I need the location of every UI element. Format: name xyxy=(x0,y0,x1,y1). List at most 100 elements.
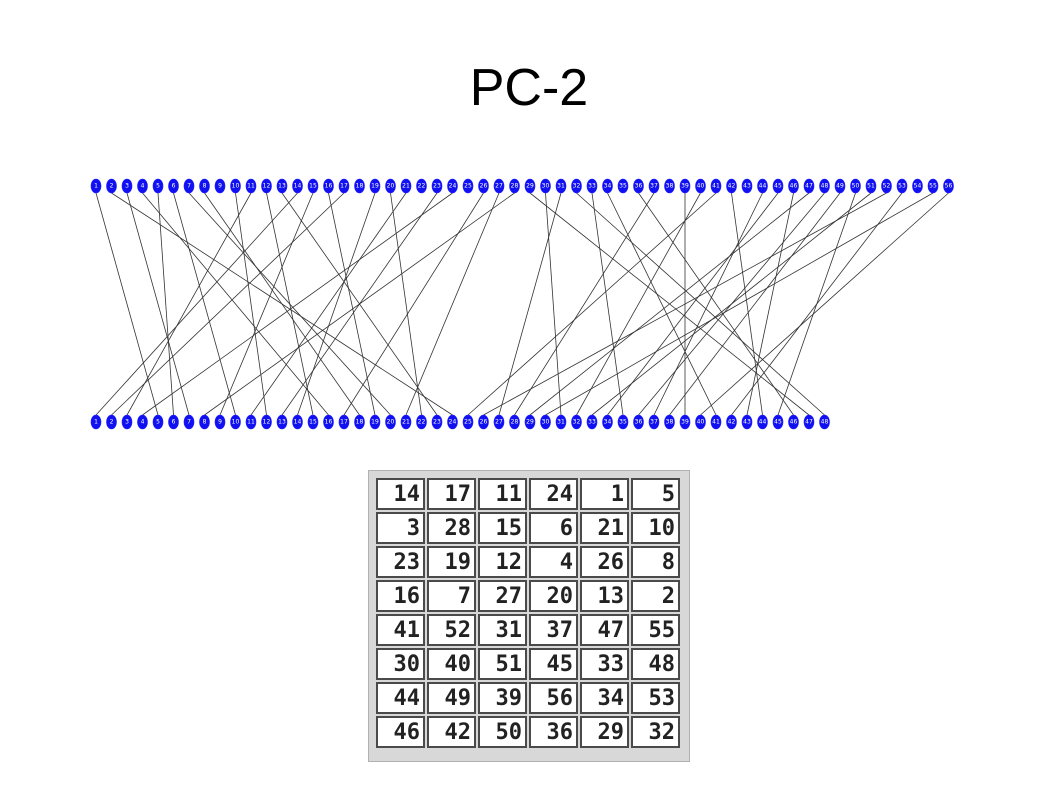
bottom-node-label: 5 xyxy=(156,419,160,426)
bottom-node xyxy=(788,414,799,430)
bottom-node xyxy=(261,414,272,430)
bottom-node-label: 34 xyxy=(604,419,612,426)
top-node xyxy=(214,178,226,194)
top-node-label: 8 xyxy=(203,183,207,190)
edge xyxy=(250,192,407,416)
top-node-label: 40 xyxy=(697,183,705,190)
top-node-label: 12 xyxy=(263,183,271,190)
top-node xyxy=(555,178,567,194)
top-node-label: 19 xyxy=(371,183,379,190)
top-node-label: 36 xyxy=(635,183,643,190)
top-node-label: 13 xyxy=(278,183,286,190)
table-cell: 36 xyxy=(529,716,578,748)
edge xyxy=(576,192,701,416)
edge xyxy=(777,192,856,416)
top-node-label: 34 xyxy=(604,183,612,190)
edge xyxy=(467,192,717,416)
top-node-label: 23 xyxy=(433,183,441,190)
bottom-node-label: 39 xyxy=(681,419,689,426)
bottom-node-label: 13 xyxy=(278,419,286,426)
table-cell: 41 xyxy=(376,614,425,646)
top-node-label: 9 xyxy=(218,183,222,190)
table-cell: 27 xyxy=(478,580,527,612)
table-cell: 24 xyxy=(529,478,578,510)
top-node xyxy=(199,178,210,194)
top-node xyxy=(927,178,939,194)
bottom-node-label: 44 xyxy=(759,419,767,426)
table-cell: 32 xyxy=(631,716,680,748)
top-node xyxy=(757,178,768,194)
edge xyxy=(142,192,453,416)
bottom-node-label: 16 xyxy=(325,419,333,426)
top-node-label: 5 xyxy=(156,183,160,190)
table-cell: 20 xyxy=(529,580,578,612)
top-node xyxy=(524,178,536,194)
table-cell: 48 xyxy=(631,648,680,680)
bottom-node xyxy=(385,414,396,430)
table-cell: 26 xyxy=(580,546,629,578)
edge xyxy=(219,192,314,416)
table-cell: 47 xyxy=(580,614,629,646)
top-node xyxy=(137,178,148,194)
top-node xyxy=(168,178,179,194)
table-cell: 21 xyxy=(580,512,629,544)
top-node xyxy=(695,178,706,194)
bottom-node-label: 14 xyxy=(294,419,302,426)
bottom-node-label: 26 xyxy=(480,419,488,426)
table-cell: 29 xyxy=(580,716,629,748)
top-node xyxy=(152,178,164,194)
bottom-node xyxy=(416,414,427,430)
bottom-node xyxy=(803,414,815,430)
edge xyxy=(529,192,810,416)
slide-title: PC-2 xyxy=(469,59,589,117)
bottom-node-label: 4 xyxy=(141,419,145,426)
top-node xyxy=(292,178,303,194)
edge xyxy=(157,192,174,416)
top-node xyxy=(462,178,474,194)
table-cell: 11 xyxy=(478,478,527,510)
table-cell: 12 xyxy=(478,546,527,578)
table-cell: 46 xyxy=(376,716,425,748)
table-cell: 3 xyxy=(376,512,425,544)
edge xyxy=(607,192,717,416)
edge xyxy=(188,192,391,416)
top-node-label: 25 xyxy=(464,183,472,190)
top-node xyxy=(571,178,582,194)
top-node xyxy=(803,178,815,194)
table-cell: 16 xyxy=(376,580,425,612)
bottom-node-label: 31 xyxy=(557,419,565,426)
top-node xyxy=(276,178,288,194)
bottom-node-label: 25 xyxy=(464,419,472,426)
bottom-node xyxy=(447,414,458,430)
table-cell: 56 xyxy=(529,682,578,714)
bottom-node xyxy=(400,414,412,430)
top-node-label: 10 xyxy=(232,183,240,190)
top-node-label: 29 xyxy=(526,183,534,190)
table-cell: 49 xyxy=(427,682,476,714)
table-cell: 31 xyxy=(478,614,527,646)
edge xyxy=(405,192,500,416)
top-node xyxy=(478,178,489,194)
top-node xyxy=(307,178,319,194)
bottom-node xyxy=(230,414,241,430)
bottom-node xyxy=(478,414,489,430)
top-node xyxy=(633,178,644,194)
top-node xyxy=(493,178,505,194)
edge xyxy=(281,192,438,416)
bottom-node-label: 17 xyxy=(340,419,348,426)
top-node xyxy=(648,178,660,194)
top-node xyxy=(416,178,427,194)
edge xyxy=(95,192,298,416)
top-node-label: 37 xyxy=(650,183,658,190)
table-cell: 4 xyxy=(529,546,578,578)
top-node xyxy=(710,178,722,194)
top-node-label: 24 xyxy=(449,183,457,190)
bottom-node xyxy=(276,414,288,430)
top-node-label: 3 xyxy=(125,183,129,190)
edge xyxy=(126,192,190,416)
